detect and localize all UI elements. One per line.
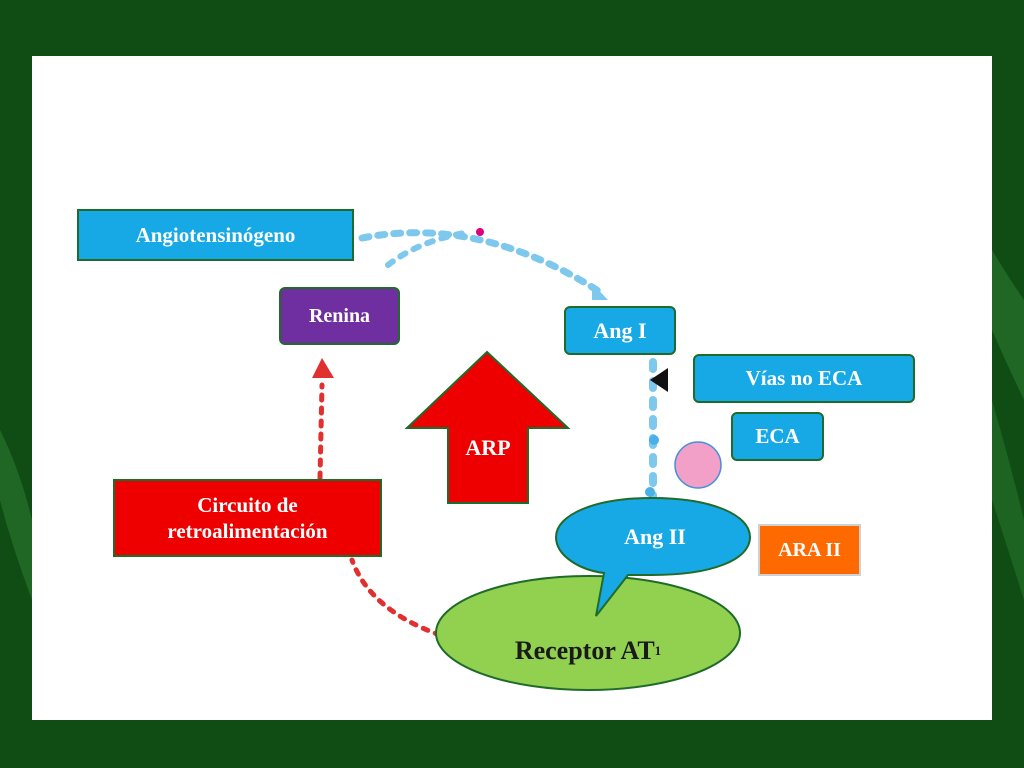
ang1-box: Ang I	[564, 306, 676, 355]
ang2-speech-bubble	[554, 496, 752, 617]
feedback-circuit-label-line2: retroalimentación	[167, 519, 328, 543]
ang1-label: Ang I	[593, 317, 647, 343]
feedback-circuit-box: Circuito de retroalimentación	[113, 479, 382, 557]
non-ace-pathways-box: Vías no ECA	[693, 354, 915, 403]
arrowhead-ang1	[592, 283, 608, 300]
receptor-at1-text: Receptor AT	[514, 636, 655, 665]
arrowhead-renin	[312, 358, 334, 378]
receptor-at1-subscript: 1	[654, 643, 662, 658]
angiotensinogen-box: Angiotensinógeno	[77, 209, 354, 261]
cleavage-point	[476, 228, 484, 236]
angiotensinogen-label: Angiotensinógeno	[135, 222, 296, 247]
renin-box: Renina	[279, 287, 400, 345]
feedback-circuit-label-line1: Circuito de	[197, 492, 298, 517]
conversion-arrow-angiotensinogen-to-ang1	[358, 229, 604, 296]
ara2-label: ARA II	[778, 538, 841, 561]
receptor-at1-ellipse	[435, 575, 741, 691]
ara2-box: ARA II	[758, 524, 861, 576]
arp-label: ARP	[465, 435, 511, 460]
non-ace-pathways-label: Vías no ECA	[745, 366, 863, 391]
feedback-loop-arrow	[349, 557, 443, 638]
pathway-arrowhead-black	[650, 368, 668, 392]
renin-cleavage-arc	[385, 229, 473, 268]
ang2-label: Ang II	[624, 524, 686, 549]
renin-label: Renina	[308, 304, 371, 327]
ace-label: ECA	[755, 424, 800, 449]
ace-enzyme-circle	[674, 441, 722, 489]
arp-arrow	[404, 350, 571, 504]
ace-box: ECA	[731, 412, 824, 461]
